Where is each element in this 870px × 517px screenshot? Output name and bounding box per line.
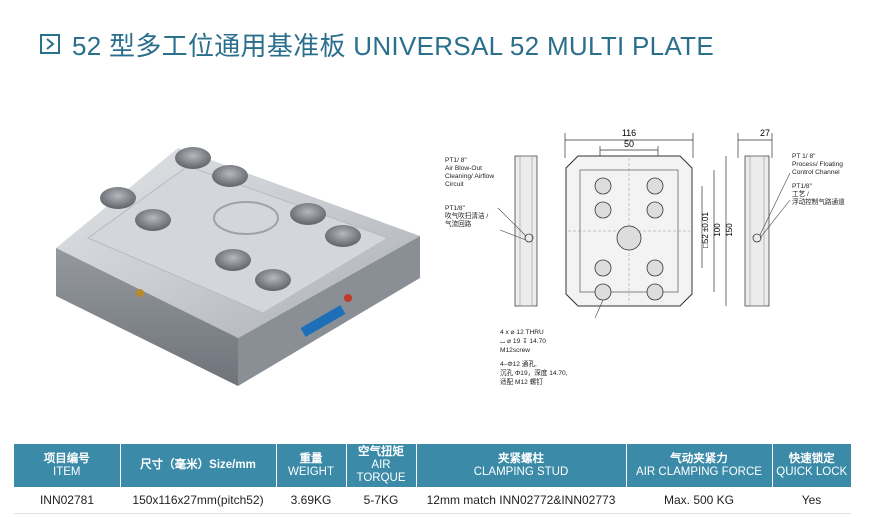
note-text: Air Blow-Out	[445, 165, 482, 172]
note-text: 工艺 /	[792, 190, 809, 198]
note-text: Control Channel	[792, 169, 840, 176]
cell-air-torque: 5-7KG	[346, 487, 416, 514]
dim-height-inner: 100	[713, 223, 722, 237]
cell-quick-lock: Yes	[772, 487, 851, 514]
dim-side: 27	[760, 128, 770, 138]
technical-drawing: 116 50 27 □52 ±0.01 100 150 PT1/ 8"Air B…	[445, 128, 845, 386]
cell-clamping-stud: 12mm match INN02772&INN02773	[416, 487, 626, 514]
note-text: PT1/8"	[445, 205, 466, 212]
table-row: INN02781 150x116x27mm(pitch52) 3.69KG 5-…	[14, 487, 851, 514]
cell-size: 150x116x27mm(pitch52)	[120, 487, 276, 514]
dim-pitch: 50	[624, 139, 634, 149]
svg-text:PT1/8"工艺 /浮动控制气路通道: PT1/8"工艺 /浮动控制气路通道	[792, 183, 845, 206]
dim-pitch-v: □52 ±0.01	[701, 211, 710, 247]
note-text: PT1/ 8"	[445, 157, 467, 164]
note-text: 适配 M12 螺钉	[500, 377, 543, 386]
dim-width: 116	[622, 128, 636, 138]
dim-height: 150	[725, 223, 734, 237]
header-size: 尺寸（毫米）Size/mm	[120, 444, 277, 487]
note-text: PT 1/ 8"	[792, 153, 816, 160]
note-text: Process/ Floating	[792, 161, 843, 168]
page-title-bar: 52 型多工位通用基准板 UNIVERSAL 52 MULTI PLATE	[40, 28, 714, 61]
note-text: 4–Φ12 通孔,	[500, 359, 537, 368]
svg-text:PT1/8"吹气吹扫清洁 /气流回路: PT1/8"吹气吹扫清洁 /气流回路	[445, 205, 488, 228]
note-text: Circuit	[445, 181, 464, 188]
note-text: Cleaning/ Airflow	[445, 173, 494, 180]
cell-air-clamping-force: Max. 500 KG	[626, 487, 772, 514]
svg-text:4–Φ12 通孔,沉孔 Φ19，深度 14.70,适配 M1: 4–Φ12 通孔,沉孔 Φ19，深度 14.70,适配 M12 螺钉	[500, 359, 568, 386]
note-text: 4 x ⌀ 12 THRU	[500, 329, 544, 336]
stud-holes	[100, 147, 361, 291]
page-title: 52 型多工位通用基准板 UNIVERSAL 52 MULTI PLATE	[72, 30, 714, 61]
note-text: 气流回路	[445, 219, 472, 228]
cell-item: INN02781	[14, 487, 120, 514]
note-text: 浮动控制气路通道	[792, 197, 845, 206]
note-text: M12screw	[500, 347, 530, 354]
note-text: PT1/8"	[792, 183, 813, 190]
chevron-right-icon	[40, 34, 60, 54]
product-photo	[56, 147, 420, 386]
note-text: 吹气吹扫清洁 /	[445, 211, 488, 220]
cell-weight: 3.69KG	[276, 487, 346, 514]
note-text: ⌴ ⌀ 19 ↧ 14.70	[500, 338, 546, 345]
note-text: 沉孔 Φ19，深度 14.70,	[500, 368, 568, 377]
